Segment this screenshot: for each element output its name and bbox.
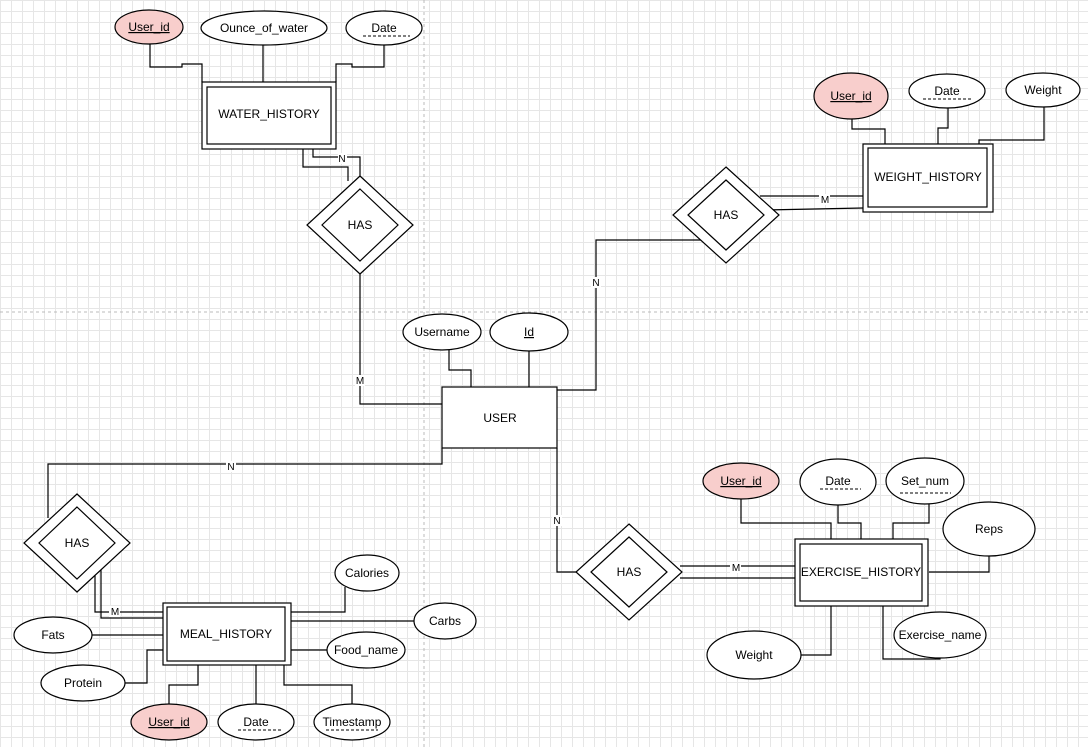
cardinality-meal-m: M bbox=[111, 607, 119, 618]
entity-exercise-history[interactable]: EXERCISE_HISTORY bbox=[794, 538, 929, 607]
entity-weight-history[interactable]: WEIGHT_HISTORY bbox=[862, 143, 994, 213]
key-attribute-label: User_id bbox=[148, 715, 189, 729]
relationship-label: HAS bbox=[348, 218, 373, 232]
partial-key-attribute-label: Date bbox=[934, 84, 960, 98]
entity-label: MEAL_HISTORY bbox=[180, 627, 272, 641]
key-attribute-label: User_id bbox=[720, 474, 761, 488]
partial-key-attribute-label: Date bbox=[825, 474, 851, 488]
cardinality-water-n: N bbox=[338, 154, 345, 165]
attribute-user-id[interactable]: Id bbox=[489, 312, 569, 352]
key-attribute-label: User_id bbox=[128, 20, 169, 34]
attribute-water-ounce[interactable]: Ounce_of_water bbox=[200, 10, 328, 46]
attribute-ex-exercise-name[interactable]: Exercise_name bbox=[893, 611, 987, 659]
partial-key-attribute-label: Date bbox=[371, 21, 397, 35]
key-attribute-label: User_id bbox=[830, 89, 871, 103]
cardinality-water-m: M bbox=[356, 376, 364, 387]
attribute-meal-timestamp[interactable]: Timestamp bbox=[313, 703, 391, 741]
connectors bbox=[47, 43, 1045, 705]
attribute-ex-reps[interactable]: Reps bbox=[942, 501, 1036, 557]
entity-meal-history[interactable]: MEAL_HISTORY bbox=[162, 602, 292, 666]
entity-water-history[interactable]: WATER_HISTORY bbox=[201, 81, 337, 150]
attribute-user-username[interactable]: Username bbox=[402, 313, 482, 351]
attribute-weight-weight[interactable]: Weight bbox=[1005, 72, 1081, 108]
attribute-meal-carbs[interactable]: Carbs bbox=[413, 602, 477, 640]
attribute-label: Weight bbox=[735, 648, 773, 662]
attribute-label: Username bbox=[414, 325, 470, 339]
key-attribute-label: Id bbox=[524, 325, 534, 339]
entity-label: EXERCISE_HISTORY bbox=[801, 565, 921, 579]
attribute-label: Fats bbox=[41, 628, 64, 642]
relationship-water-has[interactable]: HAS bbox=[306, 175, 414, 275]
attribute-ex-set-num[interactable]: Set_num bbox=[885, 457, 965, 505]
attribute-weight-date[interactable]: Date bbox=[908, 73, 986, 109]
attribute-ex-user-id[interactable]: User_id bbox=[702, 462, 780, 500]
attribute-water-date[interactable]: Date bbox=[345, 10, 423, 46]
attribute-label: Ounce_of_water bbox=[220, 21, 308, 35]
cardinality-weight-n: N bbox=[592, 278, 599, 289]
cardinality-ex-n: N bbox=[553, 516, 560, 527]
cardinality-ex-m: M bbox=[732, 563, 740, 574]
attribute-meal-food-name[interactable]: Food_name bbox=[326, 631, 406, 669]
attribute-weight-user-id[interactable]: User_id bbox=[813, 72, 889, 120]
attribute-ex-date[interactable]: Date bbox=[799, 458, 877, 506]
partial-key-attribute-label: Set_num bbox=[901, 474, 949, 488]
attribute-label: Calories bbox=[345, 566, 389, 580]
entity-label: USER bbox=[483, 411, 517, 425]
attribute-label: Exercise_name bbox=[899, 628, 982, 642]
cardinality-meal-n: N bbox=[227, 462, 234, 473]
relationship-label: HAS bbox=[65, 536, 90, 550]
attribute-meal-date[interactable]: Date bbox=[217, 703, 295, 741]
attribute-label: Food_name bbox=[334, 643, 398, 657]
relationship-weight-has[interactable]: HAS bbox=[672, 166, 780, 264]
partial-key-attribute-label: Timestamp bbox=[323, 715, 382, 729]
entity-label: WATER_HISTORY bbox=[218, 107, 320, 121]
attribute-label: Reps bbox=[975, 522, 1003, 536]
relationship-meal-has[interactable]: HAS bbox=[23, 493, 131, 593]
relationship-exercise-has[interactable]: HAS bbox=[575, 523, 683, 621]
attribute-meal-fats[interactable]: Fats bbox=[13, 616, 93, 654]
cardinality-weight-m: M bbox=[821, 195, 829, 206]
partial-key-attribute-label: Date bbox=[243, 715, 269, 729]
relationship-label: HAS bbox=[617, 565, 642, 579]
attribute-water-user-id[interactable]: User_id bbox=[114, 9, 184, 45]
attribute-meal-protein[interactable]: Protein bbox=[40, 664, 126, 702]
attribute-label: Protein bbox=[64, 676, 102, 690]
attribute-ex-weight[interactable]: Weight bbox=[706, 630, 802, 680]
entity-label: WEIGHT_HISTORY bbox=[874, 170, 982, 184]
attribute-label: Weight bbox=[1024, 83, 1062, 97]
attribute-meal-user-id[interactable]: User_id bbox=[130, 703, 208, 741]
attribute-label: Carbs bbox=[429, 614, 461, 628]
relationship-label: HAS bbox=[714, 208, 739, 222]
attribute-meal-calories[interactable]: Calories bbox=[334, 554, 400, 592]
cardinality-labels: N M M N N M N M bbox=[109, 153, 830, 618]
entity-user[interactable]: USER bbox=[441, 386, 558, 449]
